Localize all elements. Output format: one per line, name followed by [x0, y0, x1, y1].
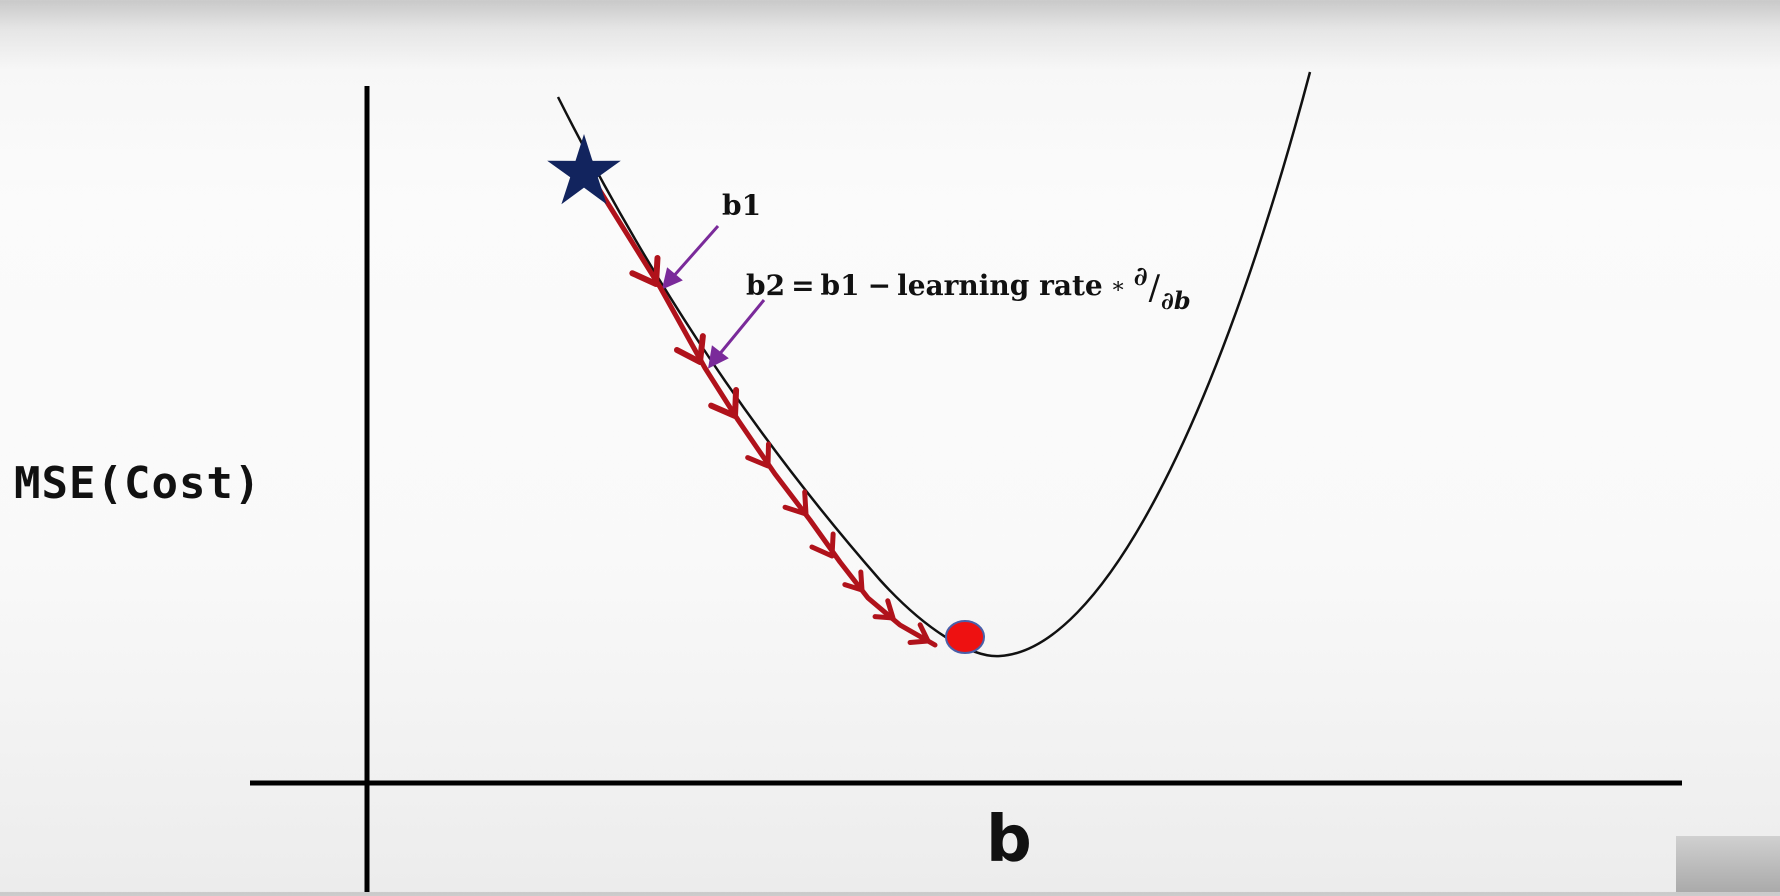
x-axis-label: b — [986, 803, 1032, 877]
descent-step-arrowhead — [872, 598, 896, 621]
formula-partial-denominator: ∂b — [1161, 286, 1191, 315]
descent-step-arrowhead — [782, 489, 809, 517]
descent-step-arrowhead — [629, 255, 661, 287]
cost-curve — [556, 71, 1312, 658]
b2-pointer-arrow — [716, 299, 766, 357]
minimum-point-marker — [945, 620, 985, 654]
descent-path — [589, 175, 938, 648]
formula-minus: − — [867, 269, 892, 302]
update-rule-formula: b2=b1−learning rate ∗ ∂/∂b — [746, 262, 1191, 315]
descent-step-arrowhead — [842, 569, 865, 593]
y-axis-label: MSE(Cost) — [14, 458, 262, 509]
formula-slash: / — [1148, 268, 1161, 308]
formula-learning-rate: learning rate — [897, 269, 1103, 302]
step-label-b1: b1 — [722, 189, 762, 222]
descent-step-arrowhead — [907, 622, 931, 645]
formula-times: ∗ — [1110, 274, 1126, 299]
formula-lhs: b2 — [746, 269, 786, 302]
formula-b1: b1 — [820, 269, 860, 302]
formula-equals: = — [791, 269, 815, 302]
descent-step-arrowhead — [673, 333, 706, 365]
b2-pointer-arrowhead — [708, 345, 729, 369]
descent-step-arrowhead — [708, 387, 740, 419]
b1-pointer-arrowhead — [661, 267, 683, 290]
b1-pointer-arrow — [670, 225, 720, 279]
start-star-icon — [547, 134, 621, 205]
formula-partial-numerator: ∂ — [1133, 262, 1148, 292]
descent-step-arrowhead — [809, 531, 836, 559]
pointer-arrows — [661, 225, 766, 369]
descent-step-arrowhead — [745, 441, 771, 469]
corner-thumbnail — [1676, 836, 1780, 892]
descent-path-line — [589, 175, 938, 648]
